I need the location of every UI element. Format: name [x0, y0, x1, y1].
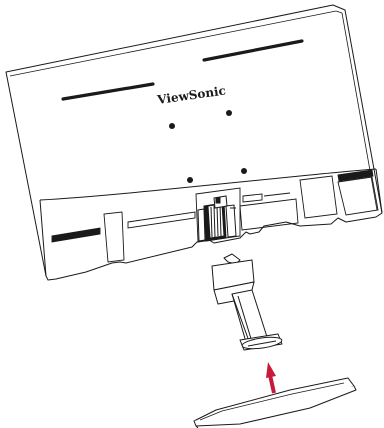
- vesa-mount-holes: [169, 110, 247, 183]
- vesa-hole-bottom-left: [187, 177, 193, 183]
- stand-mount-bracket: [197, 195, 237, 242]
- vent-slot-left: [61, 82, 155, 101]
- bottom-housing: [51, 169, 379, 263]
- viewsonic-logo: ViewSonic: [155, 84, 226, 108]
- monitor-back-panel: [5, 4, 383, 281]
- vesa-hole-top-left: [169, 123, 175, 129]
- vesa-hole-bottom-right: [241, 168, 247, 174]
- vesa-hole-top-right: [226, 110, 232, 116]
- up-arrow-icon: [266, 362, 276, 394]
- vent-slot-right: [202, 39, 304, 62]
- stand-base: [193, 377, 357, 428]
- top-vents: [61, 39, 304, 101]
- stand-neck: [211, 253, 283, 351]
